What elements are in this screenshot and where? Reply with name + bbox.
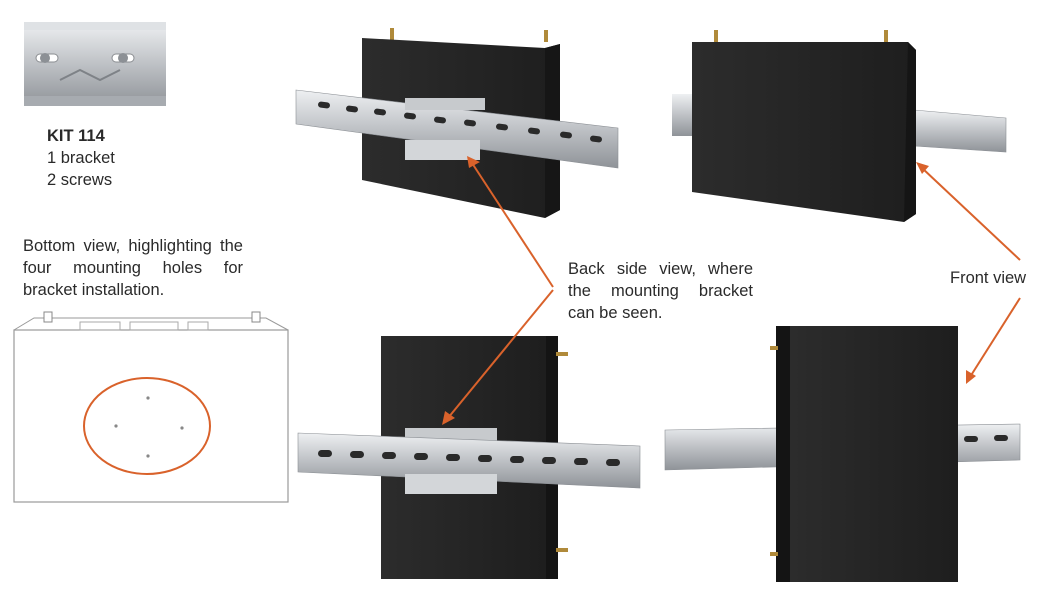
- kit-title: KIT 114: [47, 127, 105, 145]
- screw-icon: [40, 53, 50, 63]
- arrow-to-top-bracket: [471, 162, 554, 288]
- front-view-caption: Front view: [950, 269, 1027, 287]
- kit-item: 2 screws: [47, 171, 113, 189]
- bracket-kit-image: [24, 22, 166, 106]
- mounting-holes-highlight: [83, 377, 211, 475]
- kit-label: KIT 114 1 bracket 2 screws: [47, 125, 115, 191]
- back-view-caption: Back side view, where the mounting brack…: [568, 260, 753, 322]
- arrow-to-front-top: [921, 167, 1021, 261]
- mounting-hole: [146, 396, 150, 400]
- bottom-view-drawing: [13, 311, 289, 503]
- arrow-to-front-bottom: [969, 297, 1021, 378]
- mounting-hole: [146, 454, 150, 458]
- front-view-bottom-image: [664, 326, 1021, 582]
- back-view-top-image: [295, 28, 619, 218]
- screw-icon: [118, 53, 128, 63]
- front-view-top-image: [672, 30, 1007, 222]
- arrows: [442, 156, 1021, 425]
- arrow-to-bottom-bracket: [447, 289, 554, 419]
- mounting-hole: [180, 426, 184, 430]
- bottom-view-caption: Bottom view, highlighting the four mount…: [23, 237, 243, 299]
- mounting-hole: [114, 424, 118, 428]
- back-view-bottom-image: [297, 336, 641, 579]
- kit-item: 1 bracket: [47, 149, 115, 167]
